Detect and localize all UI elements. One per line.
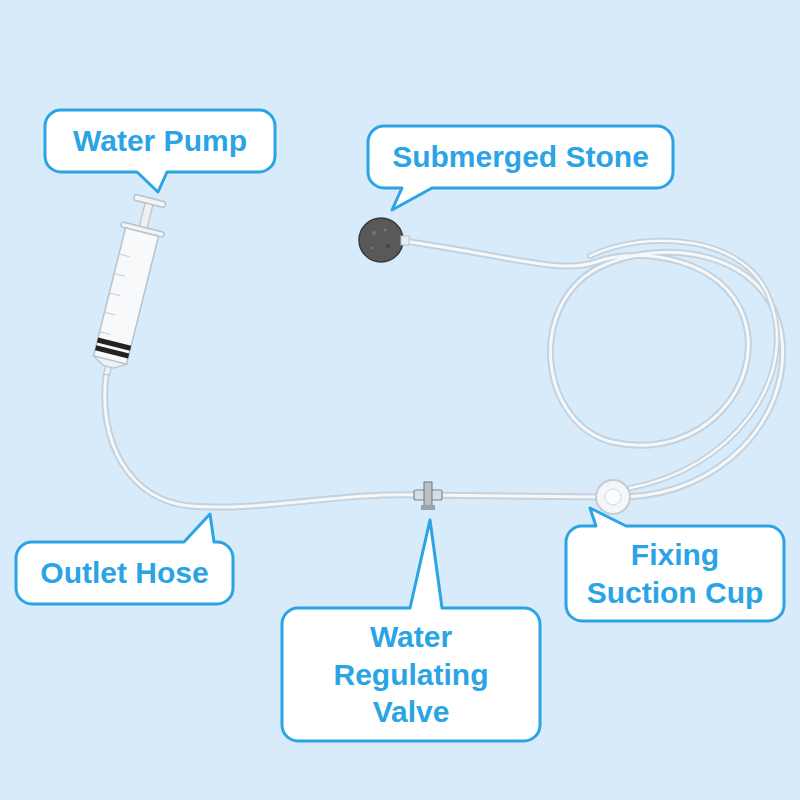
callout-bubble: Submerged Stone <box>368 126 673 188</box>
bubble-shape <box>282 520 540 741</box>
callout-label: Submerged Stone <box>392 138 649 176</box>
bubble-shape <box>566 508 784 621</box>
callout-bubble: Water Regulating Valve <box>282 608 540 741</box>
air-stone <box>359 218 409 262</box>
callout-label: Water Regulating Valve <box>296 618 526 731</box>
callout-label: Water Pump <box>73 122 247 160</box>
callout-label: Fixing Suction Cup <box>580 536 770 611</box>
bubble-shape <box>16 514 233 604</box>
bubble-shape <box>45 110 275 192</box>
callout-label: Outlet Hose <box>40 554 208 592</box>
syringe <box>85 193 172 380</box>
callout-bubble: Fixing Suction Cup <box>566 526 784 621</box>
callout-bubble: Water Pump <box>45 110 275 172</box>
valve <box>414 482 442 510</box>
suction-cup <box>596 480 630 514</box>
bubble-shape <box>368 126 673 210</box>
callout-bubble: Outlet Hose <box>16 542 233 604</box>
tubing <box>105 241 783 507</box>
